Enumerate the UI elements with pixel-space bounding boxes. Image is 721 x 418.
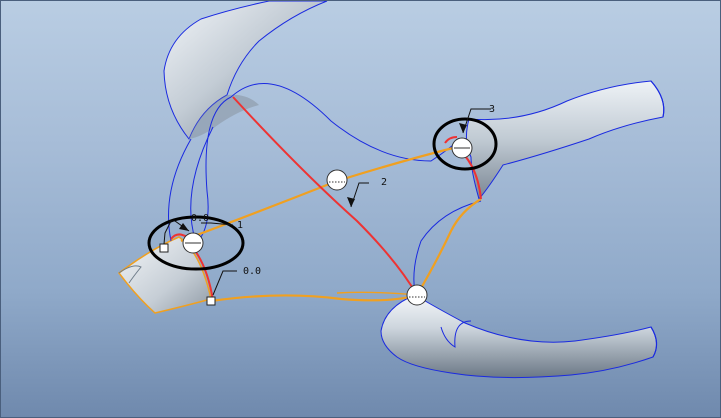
right-tube-surface[interactable] [465,80,665,201]
control-point-2[interactable] [326,169,348,191]
selection-ellipse-1[interactable] [147,215,245,271]
bottom-tube-surface[interactable] [380,294,658,379]
dimension-label-bottom: 0.0 [243,266,261,277]
red-curves [170,96,482,302]
top-tube-surface[interactable] [163,1,328,140]
dimension-label-top: 0.0 [191,213,209,224]
control-point-1[interactable] [182,232,204,254]
control-point-3[interactable] [451,137,473,159]
callout-label-1: 1 [237,220,243,231]
callout-label-3: 3 [489,104,495,115]
leader-arrowheads [179,123,467,231]
vertex-handle-left[interactable] [159,243,169,253]
callout-label-2: 2 [381,177,387,188]
boundary-curves [168,83,482,348]
vertex-handle-bottom[interactable] [206,296,216,306]
control-point-4[interactable] [406,284,428,306]
selection-ellipse-3[interactable] [432,117,498,171]
